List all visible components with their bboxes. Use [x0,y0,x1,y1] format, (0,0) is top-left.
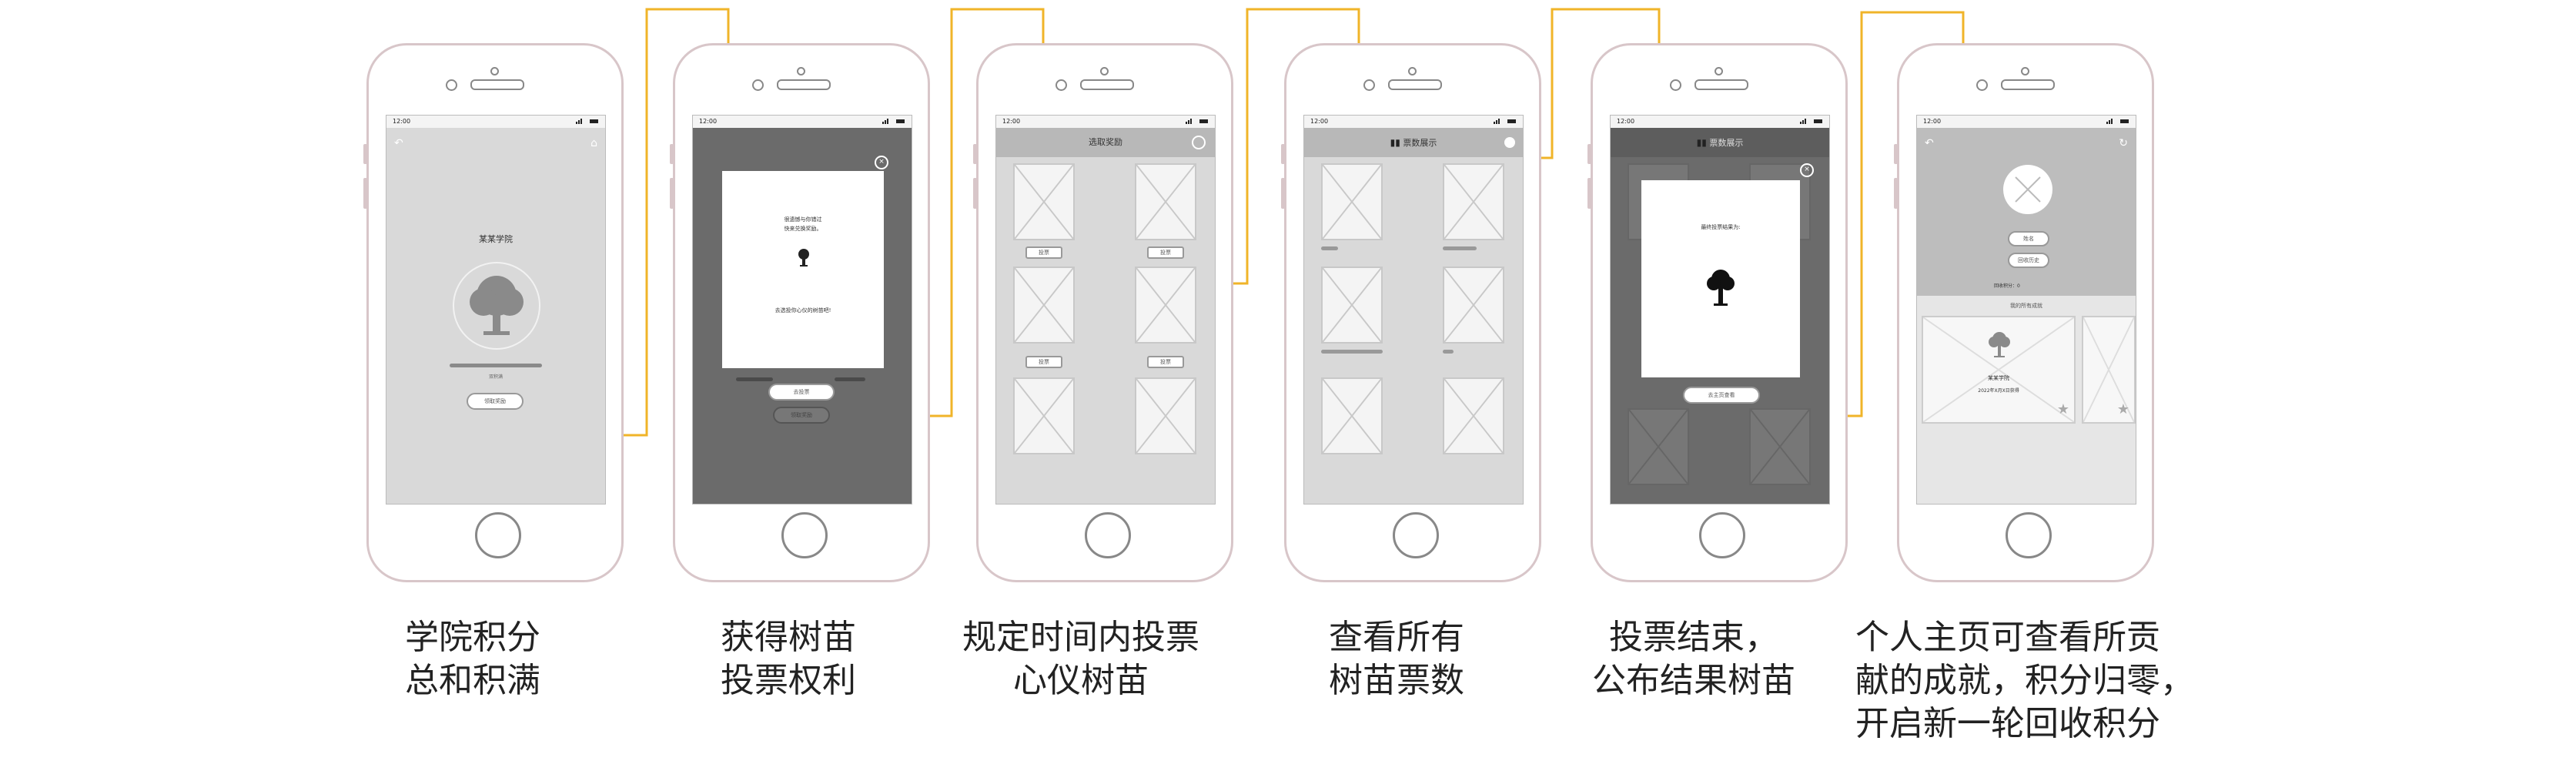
screen: 12:00 ↶ ↻ 姓名 回收历史 回收积分：0 我的所有成就 某某学院 202… [1916,115,2136,505]
screen: 12:00 ▮▮ 票数展示 [1303,115,1524,505]
refresh-icon[interactable]: ↻ [2119,137,2128,149]
avatar[interactable] [2003,165,2052,214]
section-title: 我的所有成就 [2010,303,2042,309]
achievement-card[interactable]: 某某学院 2022年X月X日获得 ★ [1922,316,2076,424]
popup-text: 很遗憾与你错过 [784,216,822,223]
achievement-card[interactable]: ★ [2082,316,2136,424]
vote-button[interactable]: 投票 [1025,246,1062,259]
clock-icon[interactable] [1192,136,1206,149]
go-to-homepage-button[interactable]: 去主页查看 [1683,387,1760,404]
star-icon[interactable]: ★ [2056,401,2069,417]
sapling-image[interactable] [1135,163,1196,240]
vote-button[interactable]: 投票 [1025,356,1062,368]
screen: 12:00 ▮▮ 票数展示 最终投票结果为: × 去主页查看 [1610,115,1830,505]
vote-button[interactable]: 投票 [1147,246,1184,259]
home-button[interactable] [1699,512,1745,558]
caption-step-3: 规定时间内投票心仪树苗 [962,618,1199,700]
caption-step-1: 学院积分总和积满 [405,618,540,700]
bar-chart-icon: ▮▮ [1390,137,1400,148]
popup-text: 去选投你心仪的树苗吧! [774,307,831,313]
progress-caption: 双积满 [488,374,503,380]
screen: 12:00 选取奖励 投票 投票 投票 投票 [995,115,1216,505]
toggle-icon[interactable] [1504,137,1515,148]
phone-get-sapling: 12:00 很遗憾与你错过 快来兑换奖励。 去选投你心仪的树苗吧! × 去投票 … [670,43,930,582]
sapling-image[interactable] [1135,267,1196,344]
popup-dialog: 很遗憾与你错过 快来兑换奖励。 去选投你心仪的树苗吧! [722,171,884,368]
home-button[interactable] [1393,512,1439,558]
vote-count-bar [1321,246,1338,250]
vote-button[interactable]: 去投票 [768,384,835,401]
phone-vote-result: 12:00 ▮▮ 票数展示 最终投票结果为: × 去主页查看 [1587,43,1848,582]
nav-title: 选取奖励 [996,128,1215,157]
sapling-image[interactable] [1013,267,1075,344]
sapling-image[interactable] [1135,377,1196,454]
tree-icon [1705,267,1736,313]
close-icon[interactable]: × [1800,163,1814,177]
back-icon[interactable]: ↶ [1925,137,1934,149]
card-date: 2022年X月X日获得 [1978,388,2019,394]
caption-step-2: 获得树苗投票权利 [721,618,856,700]
page-title: 某某学院 [479,234,513,244]
caption-step-5: 投票结束，公布结果树苗 [1592,618,1795,700]
popup-text: 快来兑换奖励。 [784,226,822,232]
phone-vote: 12:00 选取奖励 投票 投票 投票 投票 [973,43,1233,582]
caption-step-4: 查看所有树苗票数 [1329,618,1464,700]
popup-text: 最终投票结果为: [1701,224,1741,230]
vote-count-bar [1321,350,1383,354]
vote-count-bar [1443,350,1454,354]
close-icon[interactable]: × [875,156,888,169]
nav-title: ▮▮ 票数展示 [1304,128,1523,157]
back-icon[interactable]: ↶ [394,137,403,149]
home-button[interactable] [475,512,521,558]
home-button[interactable] [1085,512,1131,558]
history-button[interactable]: 回收历史 [2008,253,2049,268]
sapling-image[interactable] [1443,377,1504,454]
home-button[interactable] [2006,512,2052,558]
home-button[interactable] [781,512,828,558]
phone-college-points: 12:00 ↶ ⌂ 某某学院 双积满 领取奖励 [363,43,624,582]
achievements-section: 我的所有成就 某某学院 2022年X月X日获得 ★ ★ [1917,296,2136,504]
nav-title: ▮▮ 票数展示 [1611,128,1829,157]
tree-icon [796,248,811,268]
vote-count-bar [1443,246,1477,250]
claim-reward-button[interactable]: 领取奖励 [773,407,830,424]
name-button[interactable]: 姓名 [2008,231,2049,246]
result-popup: 最终投票结果为: [1641,180,1800,377]
sapling-image[interactable] [1013,163,1075,240]
sapling-image[interactable] [1321,267,1383,344]
claim-reward-button[interactable]: 领取奖励 [467,393,524,410]
star-icon[interactable]: ★ [2116,401,2129,417]
sapling-image[interactable] [1321,377,1383,454]
sapling-image[interactable] [1443,267,1504,344]
caption-step-6: 个人主页可查看所贡献的成就，积分归零，开启新一轮回收积分 [1855,618,2194,743]
phone-view-votes: 12:00 ▮▮ 票数展示 [1281,43,1541,582]
screen: 12:00 ↶ ⌂ 某某学院 双积满 领取奖励 [386,115,606,505]
phone-profile: 12:00 ↶ ↻ 姓名 回收历史 回收积分：0 我的所有成就 某某学院 202… [1894,43,2154,582]
bar-chart-icon: ▮▮ [1696,137,1707,148]
card-title: 某某学院 [1988,375,2009,381]
sapling-image[interactable] [1443,163,1504,240]
tree-icon [1988,330,2011,360]
home-icon[interactable]: ⌂ [590,137,597,149]
sapling-image[interactable] [1013,377,1075,454]
tree-badge [453,262,540,350]
sapling-image[interactable] [1321,163,1383,240]
screen: 12:00 很遗憾与你错过 快来兑换奖励。 去选投你心仪的树苗吧! × 去投票 … [692,115,912,505]
points-text: 回收积分：0 [1994,283,2020,289]
vote-button[interactable]: 投票 [1147,356,1184,368]
